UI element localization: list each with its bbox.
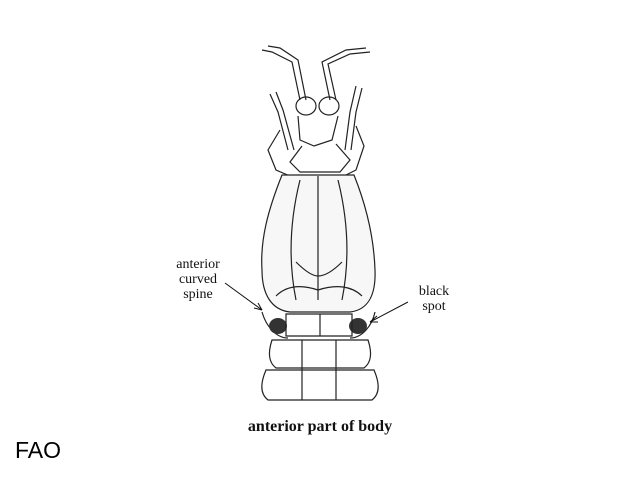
antennae bbox=[261, 45, 371, 151]
label-anterior-curved-spine: anterior curved spine bbox=[160, 257, 236, 302]
figure-caption: anterior part of body bbox=[247, 418, 393, 435]
black-spot-left bbox=[269, 318, 287, 334]
label-line: spot bbox=[422, 299, 446, 314]
label-line: spine bbox=[183, 287, 213, 302]
fao-logo: FAO bbox=[15, 437, 62, 463]
head bbox=[267, 96, 365, 177]
black-spot-right bbox=[349, 318, 367, 334]
label-line: curved bbox=[178, 272, 218, 287]
pointer-arrows bbox=[224, 282, 409, 323]
label-line: black bbox=[418, 284, 450, 299]
body-segments bbox=[261, 313, 379, 401]
label-black-spot: black spot bbox=[408, 284, 460, 314]
carapace bbox=[261, 174, 376, 313]
label-line: anterior bbox=[176, 257, 220, 272]
